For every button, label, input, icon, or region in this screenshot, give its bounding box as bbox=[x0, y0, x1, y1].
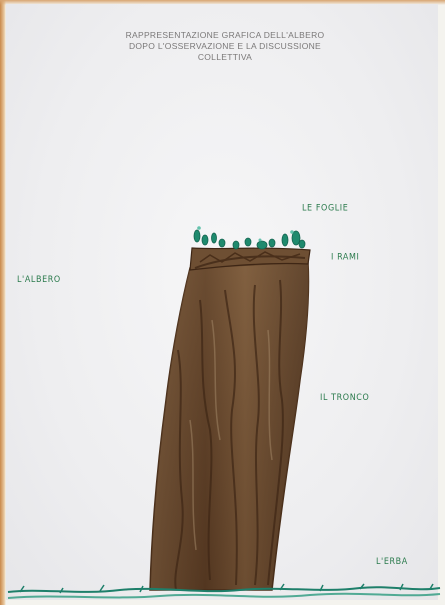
tree-leaves bbox=[194, 230, 305, 249]
label-grass: L'ERBA bbox=[376, 557, 408, 567]
label-branches: I RAMI bbox=[331, 252, 359, 262]
label-leaves: LE FOGLIE bbox=[302, 203, 348, 213]
trunk-shading bbox=[150, 262, 309, 590]
label-tree: L'ALBERO bbox=[17, 275, 61, 285]
label-trunk: IL TRONCO bbox=[320, 393, 369, 403]
